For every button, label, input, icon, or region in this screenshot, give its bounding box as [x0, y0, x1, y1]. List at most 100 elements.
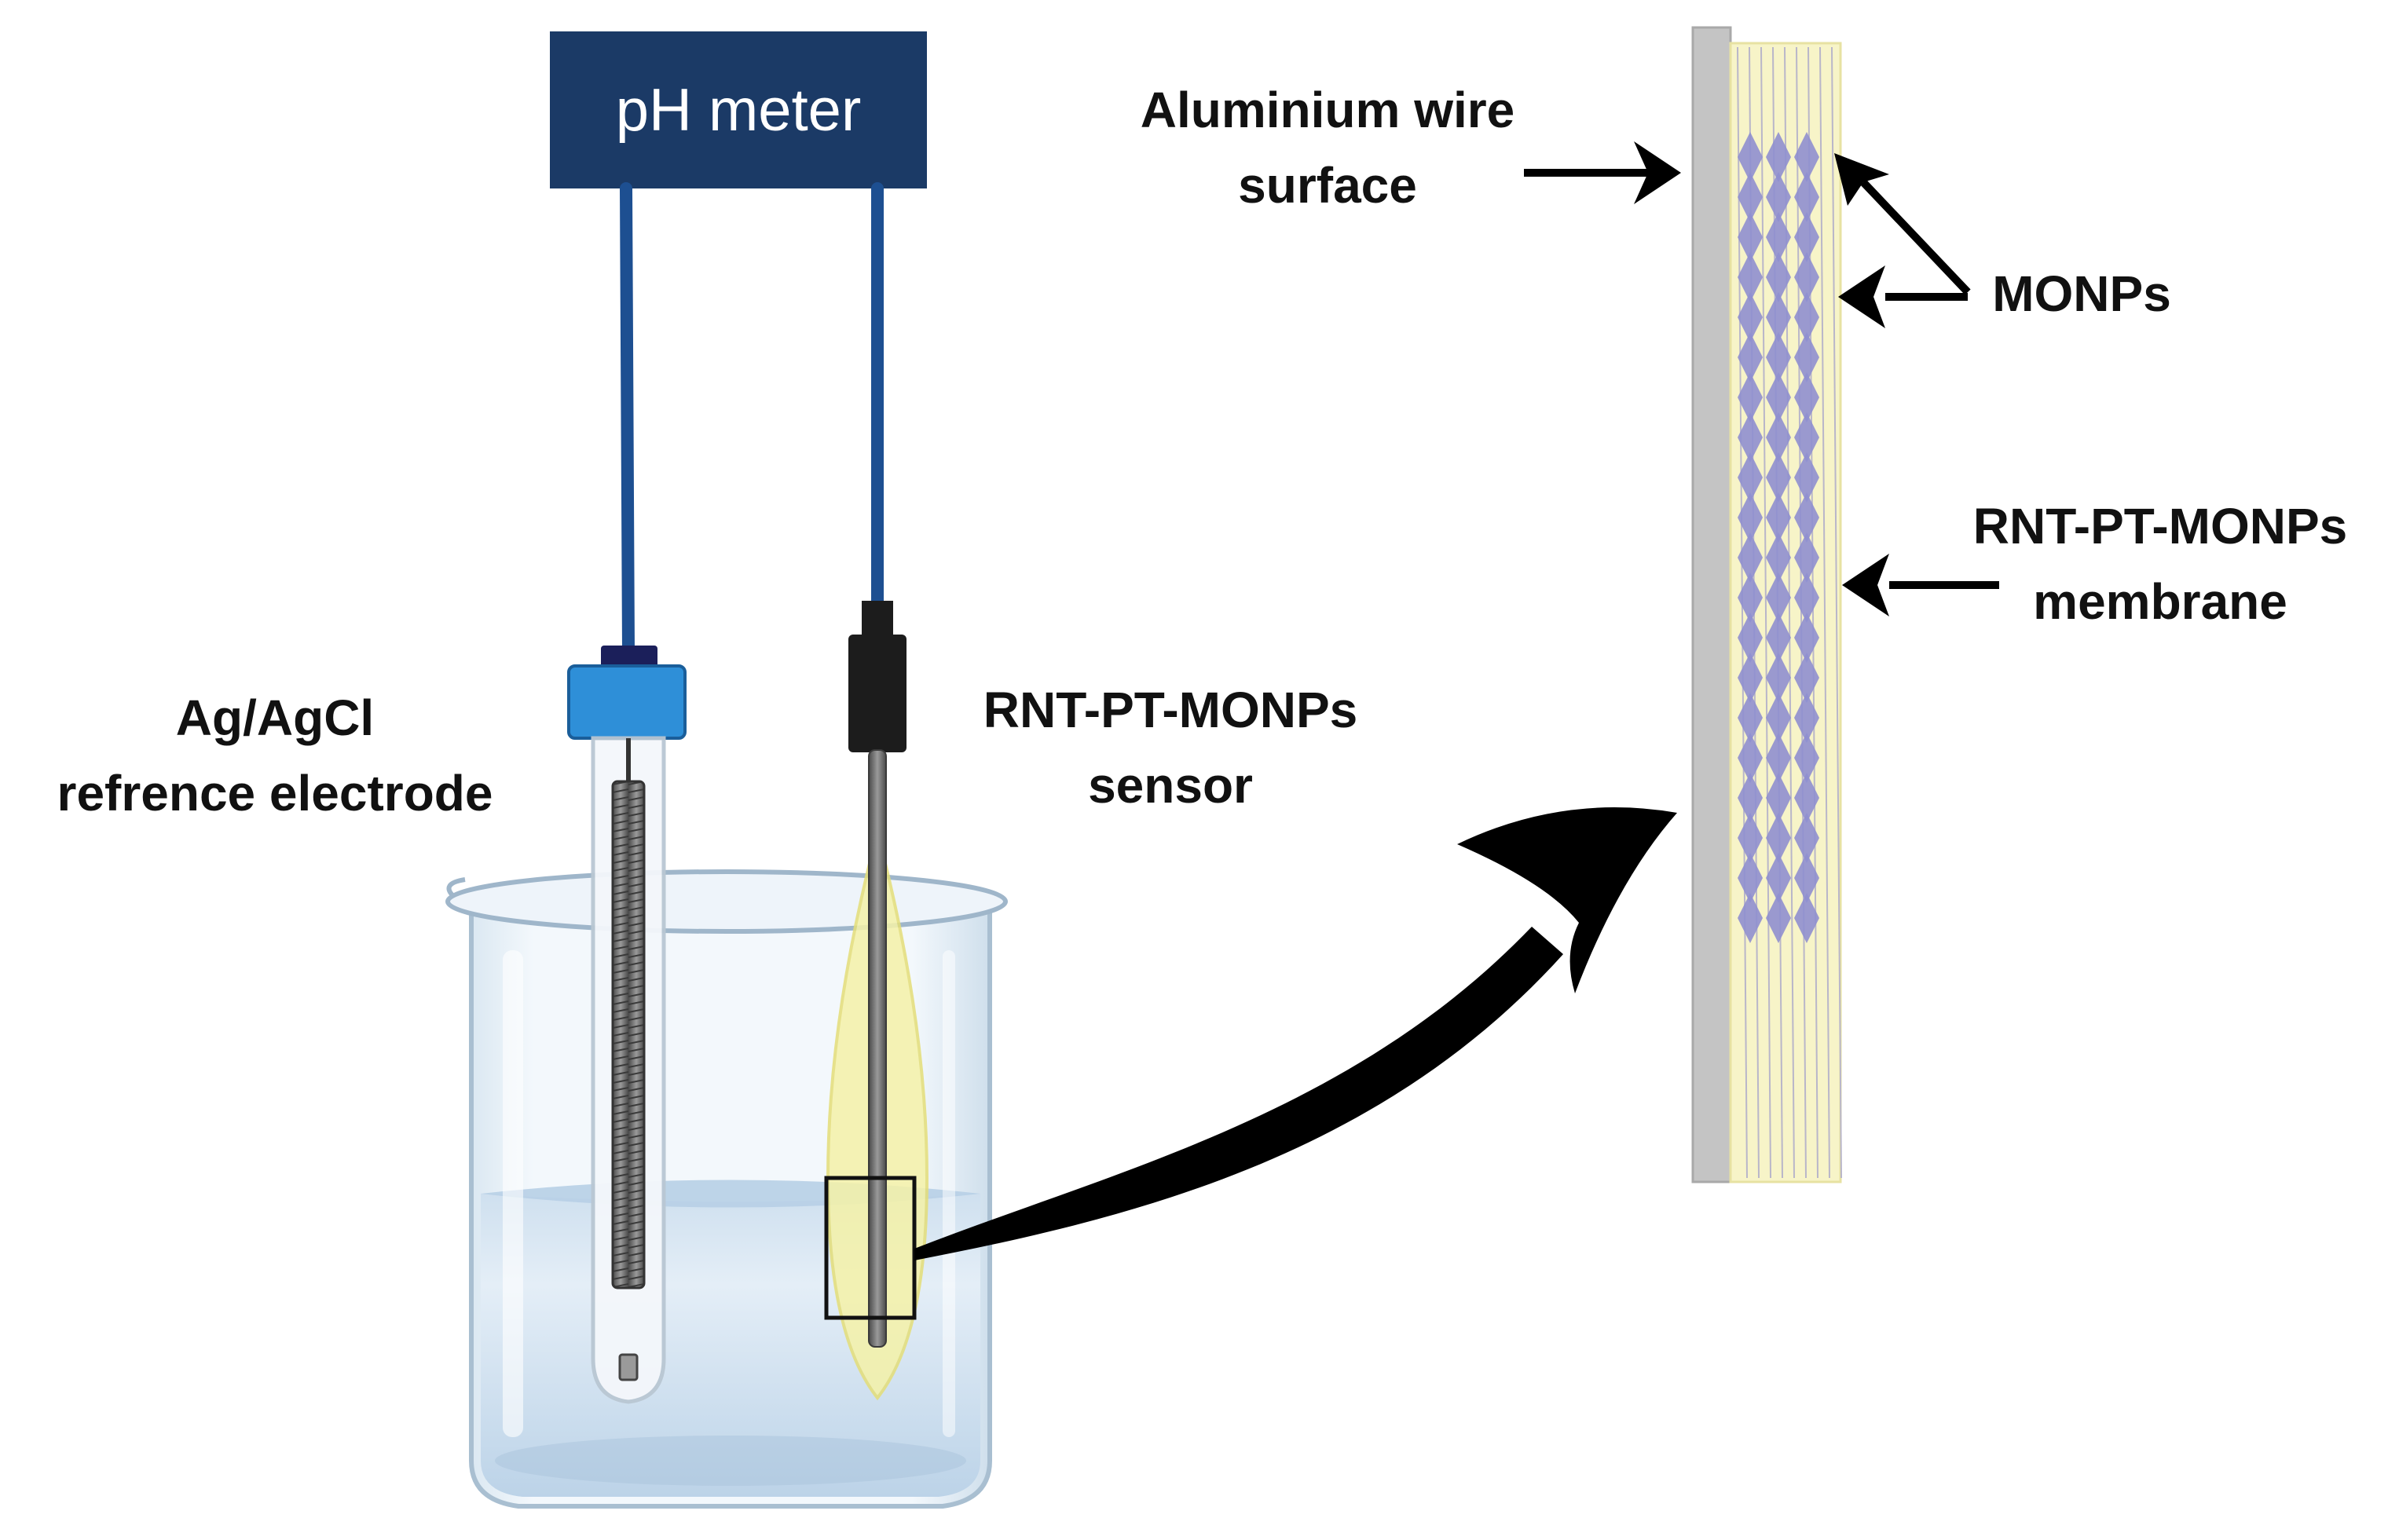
- monp-particle: [1766, 653, 1791, 703]
- arrow-to-monps-upper: [1834, 153, 1971, 295]
- monp-particle: [1794, 693, 1819, 743]
- membrane-fiber: [1831, 46, 1842, 1179]
- sensor-rod: [868, 749, 887, 1348]
- monp-particle: [1794, 572, 1819, 623]
- aluminium-wire-surface: [1691, 26, 1732, 1183]
- monp-particle: [1738, 773, 1763, 823]
- monp-particle: [1794, 813, 1819, 863]
- beaker-rim: [445, 869, 1008, 934]
- ph-meter-box: [550, 31, 927, 188]
- membrane-label-line1: RNT-PT-MONPs: [1972, 498, 2348, 554]
- monp-particle: [1766, 733, 1791, 783]
- reference-label-line1: Ag/AgCl: [175, 690, 375, 746]
- monp-particle: [1738, 372, 1763, 422]
- monp-particle: [1794, 613, 1819, 663]
- zoom-arrow-shaft: [914, 927, 1563, 1260]
- ph-meter-label: pH meter: [615, 76, 862, 144]
- monp-particle: [1738, 693, 1763, 743]
- reference-rod: [611, 780, 646, 1289]
- monp-particle: [1794, 893, 1819, 943]
- wire-label-line1: Aluminium wire: [1140, 82, 1515, 138]
- monp-particle: [1738, 132, 1763, 182]
- membrane-label-line2: membrane: [2033, 573, 2287, 630]
- reference-electrode: [567, 646, 687, 1404]
- monp-particle: [1794, 132, 1819, 182]
- monp-particle: [1738, 653, 1763, 703]
- monp-particle: [1766, 172, 1791, 222]
- monp-particle: [1766, 332, 1791, 382]
- monp-particle: [1794, 292, 1819, 342]
- arrow-to-monps-lower: [1838, 265, 1968, 328]
- zoom-arrow: [914, 807, 1677, 1260]
- reference-electrode-label: Ag/AgCl refrence electrode: [16, 680, 534, 831]
- monp-particle: [1738, 813, 1763, 863]
- reference-cap-top: [601, 646, 657, 669]
- arrow-to-membrane: [1842, 554, 1999, 616]
- beaker-spout: [446, 877, 466, 899]
- sensor-label-line2: sensor: [1088, 757, 1253, 814]
- monp-particle: [1738, 292, 1763, 342]
- monp-particle: [1766, 693, 1791, 743]
- monp-particle: [1766, 412, 1791, 463]
- monp-particle: [1794, 653, 1819, 703]
- monp-particle: [1738, 893, 1763, 943]
- monp-particle: [1766, 613, 1791, 663]
- arrow-to-wire-surface: [1524, 141, 1681, 204]
- monp-particle: [1794, 172, 1819, 222]
- monp-particle: [1794, 532, 1819, 583]
- magnified-membrane-view: [1691, 26, 1842, 1183]
- monp-particle: [1794, 372, 1819, 422]
- monp-particle: [1766, 853, 1791, 903]
- monp-particle: [1738, 412, 1763, 463]
- monp-particle: [1794, 452, 1819, 503]
- beaker-highlight: [943, 950, 955, 1437]
- monp-particle: [1766, 132, 1791, 182]
- beaker-base-shadow: [495, 1436, 966, 1486]
- monp-particle: [1738, 613, 1763, 663]
- wire-surface-label: Aluminium wire surface: [1092, 72, 1563, 223]
- membrane-label: RNT-PT-MONPs membrane: [1940, 488, 2380, 639]
- monp-particle: [1794, 252, 1819, 302]
- sensor-electrode: [824, 601, 929, 1401]
- monp-particle: [1766, 372, 1791, 422]
- beaker-highlight: [503, 950, 523, 1437]
- zoom-arrow-head: [1457, 807, 1677, 993]
- monp-particle: [1766, 492, 1791, 543]
- sensor-cap-neck: [862, 601, 893, 640]
- monp-particle: [1794, 853, 1819, 903]
- reference-label-line2: refrence electrode: [57, 765, 493, 821]
- monps-label: MONPs: [1992, 265, 2171, 322]
- monp-particle: [1738, 572, 1763, 623]
- monp-particle: [1794, 733, 1819, 783]
- sensor-label: RNT-PT-MONPs sensor: [935, 672, 1406, 823]
- monp-particle: [1766, 292, 1791, 342]
- monp-particle: [1766, 813, 1791, 863]
- reference-cap: [567, 664, 687, 740]
- monp-particle: [1794, 332, 1819, 382]
- monp-particle: [1766, 452, 1791, 503]
- monp-particle: [1794, 492, 1819, 543]
- monp-particle: [1766, 532, 1791, 583]
- reference-junction: [618, 1353, 639, 1381]
- pointer-arrows: [1524, 141, 1999, 616]
- monps-particles: [1738, 132, 1819, 943]
- monp-particle: [1738, 532, 1763, 583]
- membrane-fiber: [1819, 46, 1830, 1179]
- monp-particle: [1738, 492, 1763, 543]
- sensor-cap: [848, 635, 906, 752]
- monp-particle: [1738, 853, 1763, 903]
- zoom-region-box: [824, 1176, 917, 1320]
- monp-particle: [1738, 172, 1763, 222]
- sensor-label-line1: RNT-PT-MONPs: [983, 682, 1358, 738]
- monp-particle: [1766, 893, 1791, 943]
- monp-particle: [1738, 212, 1763, 262]
- monp-particle: [1766, 572, 1791, 623]
- monp-particle: [1794, 212, 1819, 262]
- monp-particle: [1766, 773, 1791, 823]
- monp-particle: [1766, 252, 1791, 302]
- monp-particle: [1766, 212, 1791, 262]
- monp-particle: [1738, 733, 1763, 783]
- membrane-fiber: [1760, 46, 1771, 1179]
